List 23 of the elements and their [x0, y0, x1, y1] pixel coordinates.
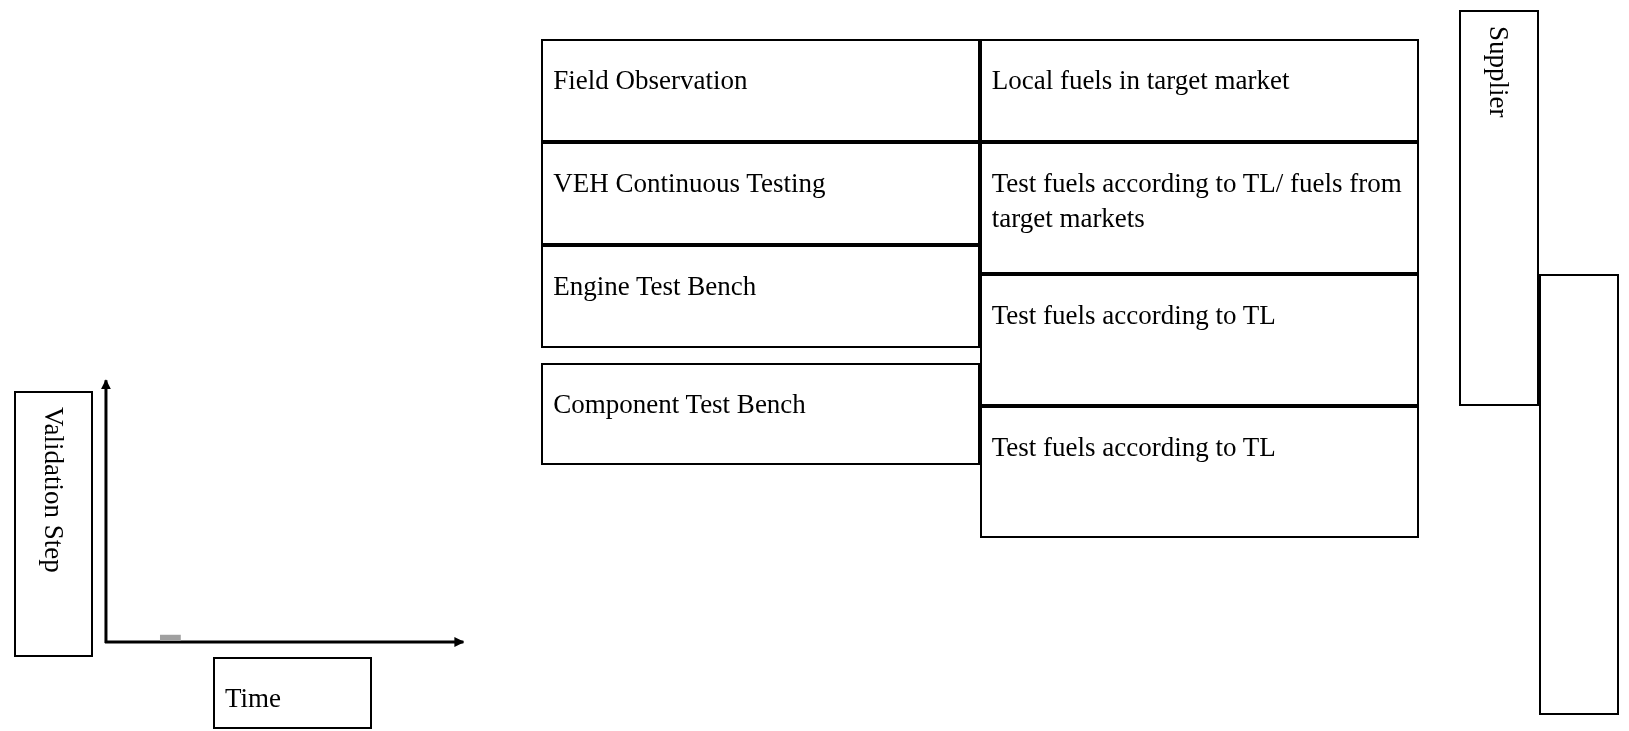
box-label: Local fuels in target market	[991, 64, 1290, 98]
box-label: Validation Step	[38, 406, 71, 573]
box-label: Field Observation	[553, 64, 748, 98]
box-label: Time	[224, 681, 281, 715]
text-box	[13, 390, 94, 657]
box-label: Test fuels according to TL	[991, 299, 1276, 333]
box-label: Component Test Bench	[553, 387, 806, 421]
text-box	[212, 656, 372, 730]
box-label: Supplier	[1483, 26, 1516, 118]
text-box	[541, 142, 980, 246]
box-label: Test fuels according to TL	[991, 431, 1276, 465]
text-box	[979, 406, 1420, 539]
box-label: Engine Test Bench	[553, 270, 757, 304]
text-box	[979, 39, 1420, 143]
box-label: VEH Continuous Testing	[553, 167, 826, 201]
text-box	[541, 362, 980, 466]
box-label: Test fuels according to TL/ fuels from target markets	[991, 167, 1403, 236]
text-box	[541, 245, 980, 348]
text-box	[979, 142, 1420, 275]
empty-box	[1538, 274, 1619, 715]
text-box	[541, 39, 980, 143]
text-box	[1458, 10, 1539, 407]
text-box	[979, 274, 1420, 407]
